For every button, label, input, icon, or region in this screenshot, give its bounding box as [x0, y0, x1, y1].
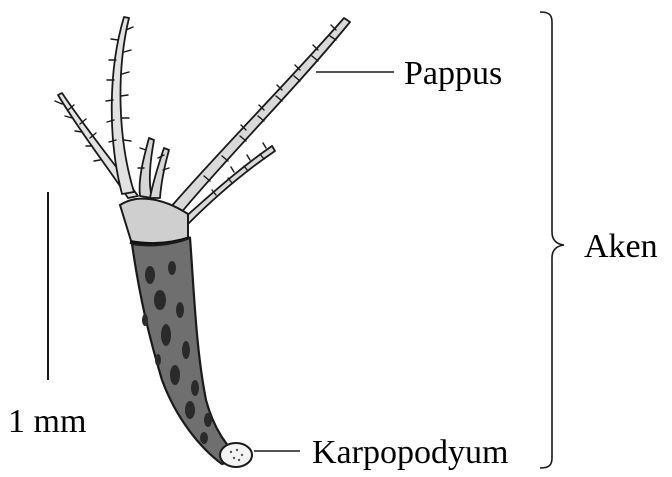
pappus-bristles	[55, 17, 350, 224]
karpopodyum-disc	[220, 443, 252, 467]
pappus-bristle-short-b	[150, 148, 169, 198]
scale-label: 1 mm	[8, 403, 86, 440]
aken-bracket	[540, 12, 564, 468]
bristle-spines	[55, 25, 336, 195]
pappus-label: Pappus	[404, 55, 502, 92]
pappus-bristle-right-long	[170, 18, 350, 214]
aken-label: Aken	[584, 228, 658, 265]
karpopodyum-label: Karpopodyum	[312, 434, 508, 471]
